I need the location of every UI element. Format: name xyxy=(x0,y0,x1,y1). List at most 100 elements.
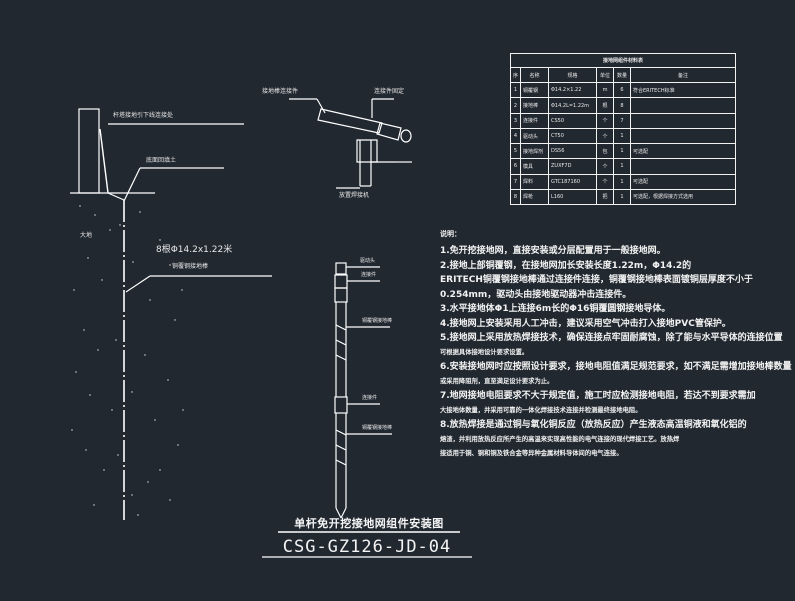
table-cell: 包 xyxy=(596,143,614,160)
table-header-cell: 序 xyxy=(510,67,521,84)
assembly-label-1: 驱动头 xyxy=(360,258,376,264)
note-line: ERITECH铜覆钢接地棒通过连接件连接，铜覆钢接地棒表面镀铜层厚度不小于 xyxy=(440,275,753,285)
assembly-label-5: 铜覆钢接地棒 xyxy=(362,425,393,431)
note-line: 2.接地上部铜覆钢，在接地网加长安装长度1.22m，Φ14.2的 xyxy=(440,260,692,271)
table-cell: Φ14.2×1.22 xyxy=(548,82,597,99)
table-cell: Φ14.2L=1.22m xyxy=(548,97,597,114)
table-cell: 接地焊剂 xyxy=(520,143,549,160)
table-cell: 1 xyxy=(613,143,631,160)
table-cell: 1 xyxy=(613,188,631,206)
table-cell: m xyxy=(596,82,614,99)
table-cell: GTC187160 xyxy=(548,173,597,190)
table-cell: 个 xyxy=(596,173,614,190)
pole-down-conductor xyxy=(99,128,109,194)
note-line: 0.254mm，驱动头由接地驱动器冲击连接件。 xyxy=(440,289,632,300)
table-cell: 3 xyxy=(510,112,521,129)
table-cell: 6 xyxy=(510,158,521,175)
table-header-cell: 规格 xyxy=(548,67,597,84)
note-line: 8.放热焊接是通过铜与氧化铜反应（放热反应）产生液态高温铜液和氧化铝的 xyxy=(440,420,747,430)
note-line: 熔渣，并利用放热反应所产生的高温来实现高性能的电气连接的现代焊接工艺。放热焊 xyxy=(440,435,680,443)
table-cell: 8 xyxy=(613,97,631,114)
note-line: 3.水平接地体Φ1上连接6m长的Φ16铜覆圆钢接地导体。 xyxy=(440,304,671,314)
table-cell: 焊枪 xyxy=(520,188,549,206)
table-cell: 可选配 xyxy=(629,173,737,190)
table-cell: 6 xyxy=(613,82,631,99)
table-cell: CT50 xyxy=(548,127,597,145)
table-cell xyxy=(629,127,737,145)
table-cell: 接地棒 xyxy=(520,97,549,114)
table-cell: 个 xyxy=(596,112,614,129)
assembly-label-2: 连接件 xyxy=(361,272,377,278)
table-cell: L160 xyxy=(548,188,597,206)
rod-note-label: 铜覆钢接地棒 xyxy=(172,263,209,270)
assembly-label-3: 铜覆钢接地棒 xyxy=(362,318,393,324)
table-cell: 1 xyxy=(613,158,631,175)
table-cell: 个 xyxy=(596,158,614,175)
table-cell: ZUXF7D xyxy=(548,158,597,175)
drawing-code: CSG-GZ126-JD-04 xyxy=(282,537,452,557)
table-cell: 把 xyxy=(596,188,614,206)
table-cell: 铜覆钢 xyxy=(520,82,549,99)
table-title: 接地网组件材料表 xyxy=(509,52,737,69)
note-line: 可根据具体接地设计要求设置。 xyxy=(440,348,529,356)
soil-speckle xyxy=(71,205,184,516)
rod-assembly xyxy=(334,262,392,519)
note-line: 大接地体数量，并采用可靠的一体化焊接技术连接并检测最终接地电阻。 xyxy=(440,406,642,414)
connector-label-bottom: 放置焊接机 xyxy=(339,192,370,199)
assembly-label-4: 连接件 xyxy=(362,395,378,401)
note-line: 6.安装接地网时应按照设计要求，接地电阻值满足规范要求，如不满足需增加接地棒数量 xyxy=(440,362,792,372)
table-cell xyxy=(629,97,737,114)
table-cell: 5 xyxy=(510,143,521,160)
table-cell: 1 xyxy=(613,127,631,145)
table-header-cell: 单位 xyxy=(596,67,614,84)
note-line: 或采用降阻剂，直至满足设计要求为止。 xyxy=(440,377,554,385)
table-header-cell: 数量 xyxy=(613,67,631,84)
rod-leader xyxy=(125,275,151,293)
note-line: 接适用于铜、铜和铜及铁合金等异种金属材料导体间的电气连接。 xyxy=(440,450,623,457)
table-cell: 驱动头 xyxy=(520,127,549,145)
table-header-cell: 备注 xyxy=(629,67,737,84)
note-line: 4.接地网上安装采用人工冲击，建议采用空气冲击打入接地PVC管保护。 xyxy=(440,318,731,329)
notes-block: 说明： 1.免开挖接地网，直接安装或分层配置用于一般接地网。2.接地上部铜覆钢，… xyxy=(440,229,792,462)
table-header-cell: 名称 xyxy=(520,67,549,84)
surface-leader-diag xyxy=(123,167,141,202)
ground-label: 大地 xyxy=(80,232,93,239)
rod-spec-label: 8根Φ14.2x1.22米 xyxy=(156,245,233,255)
table-cell: DS56 xyxy=(548,143,597,160)
notes-lines: 1.免开挖接地网，直接安装或分层配置用于一般接地网。 2.接地上部铜覆钢，在接地网… xyxy=(440,244,792,462)
table-cell: 2 xyxy=(510,97,521,114)
table-cell: 7 xyxy=(510,173,521,190)
table-cell: 可选配，根据焊接方式选用 xyxy=(629,188,737,206)
table-cell: 4 xyxy=(510,127,521,145)
drawing-title: 单杆免开挖接地网组件安装图 xyxy=(294,517,444,530)
note-line: 5.接地网上采用放热焊接技术，确保连接点牢固耐腐蚀，除了能与水平导体的连接位置 xyxy=(440,333,783,343)
connector-label-left: 接地棒连接件 xyxy=(262,88,299,95)
surface-label: 底面回填土 xyxy=(146,157,177,164)
table-cell: 符合ERITECH标准 xyxy=(629,82,737,99)
connector-label-right: 连接件固定 xyxy=(374,88,405,95)
note-line: 7.地网接地电阻要求不大于规定值，施工时应检测接地电阻，若达不到要求需加 xyxy=(440,391,756,401)
table-cell: 模具 xyxy=(520,158,549,175)
table-cell: 可选配 xyxy=(629,143,737,160)
table-cell: 7 xyxy=(613,112,631,129)
pole-label: 杆塔接地引下线连接处 xyxy=(113,112,174,119)
table-cell: 1 xyxy=(613,173,631,190)
table-cell: 1 xyxy=(510,82,521,99)
note-line: 1.免开挖接地网，直接安装或分层配置用于一般接地网。 xyxy=(440,246,666,256)
tee-connector xyxy=(289,98,412,189)
table-cell: 8 xyxy=(510,188,521,206)
pole-base xyxy=(78,108,100,194)
table-cell: 根 xyxy=(596,97,614,114)
table-cell: 焊料 xyxy=(520,173,549,190)
